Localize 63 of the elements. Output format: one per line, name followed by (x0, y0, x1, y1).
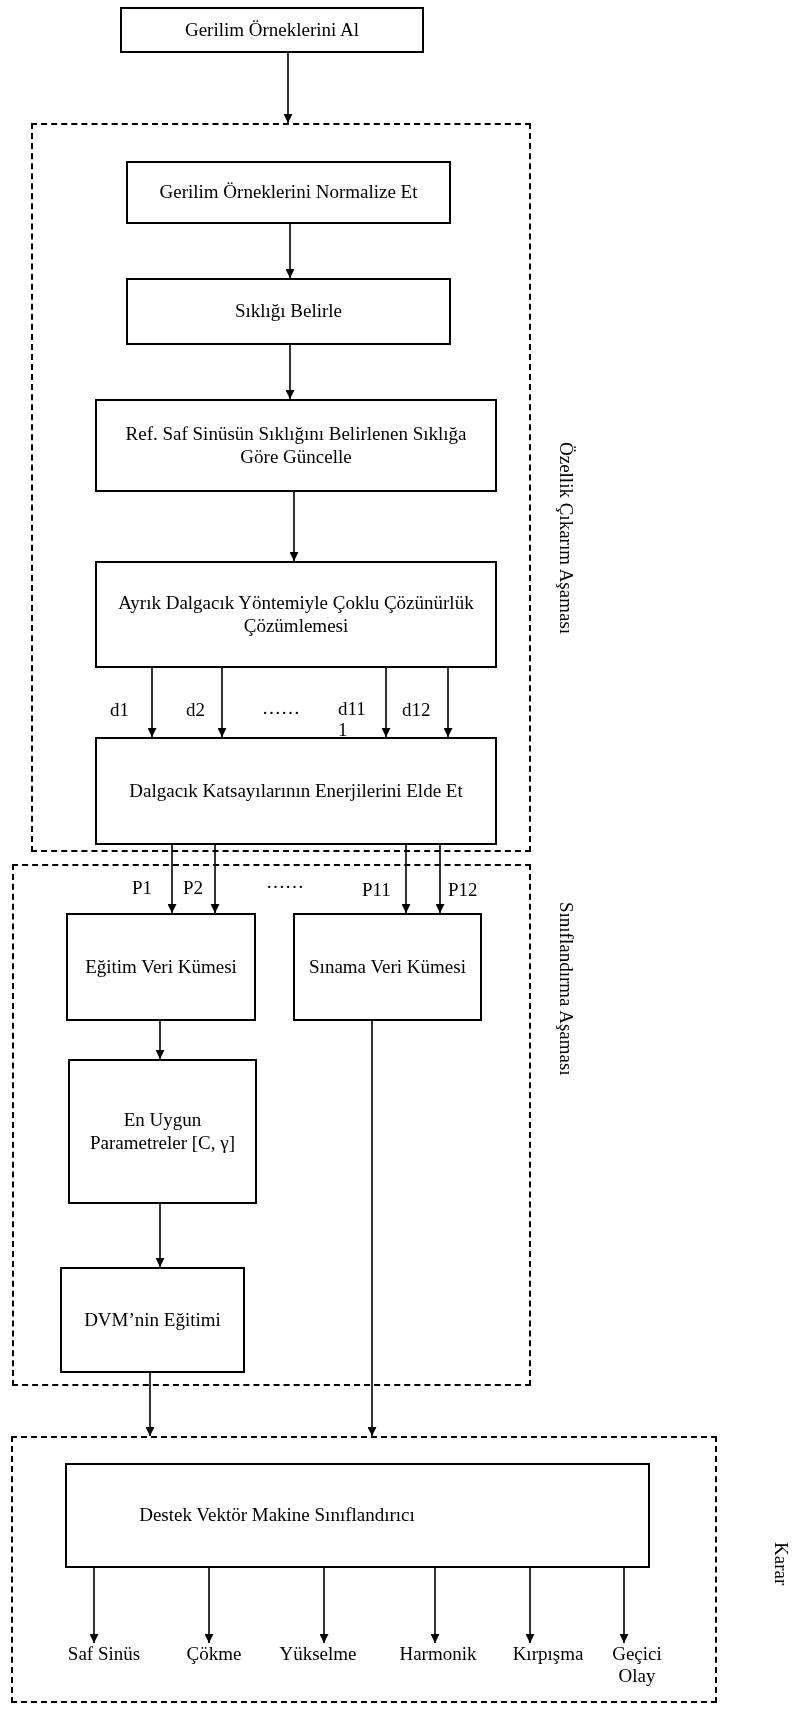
arrow (210, 844, 220, 914)
edge-label: P11 (362, 880, 392, 901)
arrow (319, 1567, 329, 1644)
class-label: Çökme (171, 1643, 257, 1669)
box-text: Sıklığı Belirle (234, 300, 343, 323)
arrow (145, 1372, 155, 1437)
box-text: Eğitim Veri Kümesi (85, 955, 237, 979)
class-label: Geçici Olay (599, 1643, 675, 1695)
arrow (430, 1567, 440, 1644)
process-box (126, 161, 451, 224)
box-text: Gerilim Örneklerini Al (184, 18, 360, 42)
process-box (60, 1267, 245, 1373)
edge-label: P1 (132, 878, 154, 899)
class-label: Yükselme (261, 1643, 375, 1669)
arrow (167, 844, 177, 914)
box-text: Gerilim Örneklerini Normalize Et (159, 181, 418, 204)
stage-label: Özellik Çıkarım Aşaması (557, 442, 576, 635)
process-box (120, 7, 424, 53)
arrow (443, 667, 453, 738)
stage-label: Karar (772, 1542, 791, 1586)
edge-label: d12 (402, 700, 432, 721)
arrow (147, 667, 157, 738)
arrow (401, 844, 411, 914)
process-box (126, 278, 451, 345)
edge-label: P2 (183, 878, 205, 899)
arrow (525, 1567, 535, 1644)
arrow (155, 1203, 165, 1268)
arrow (155, 1020, 165, 1060)
box-text: Ref. Saf Sinüsün Sıklığını Belirlenen Sıklığa Göre Güncelle (124, 422, 468, 469)
class-label: Harmonik (380, 1643, 496, 1669)
arrow (285, 223, 295, 279)
box-text: Destek Vektör Makine Sınıflandırıcı (138, 1504, 416, 1527)
arrow (285, 344, 295, 400)
process-box (293, 913, 482, 1021)
process-box (95, 399, 497, 492)
process-box (95, 561, 497, 668)
arrow (619, 1567, 629, 1644)
edge-label: d11 1 (338, 699, 367, 741)
class-label: Kırpışma (497, 1643, 599, 1669)
stage-label: Sınıflandırma Aşaması (557, 902, 576, 1076)
arrow (435, 844, 445, 914)
box-text: DVM’nin Eğitimi (84, 1308, 221, 1332)
box-text: Ayrık Dalgacık Yöntemiyle Çoklu Çözünürlük Çözümlemesi (117, 591, 475, 638)
arrow (381, 667, 391, 738)
edge-label: d1 (110, 700, 130, 721)
process-box (65, 1463, 650, 1568)
arrow (204, 1567, 214, 1644)
arrow (217, 667, 227, 738)
arrow (367, 1020, 377, 1437)
process-box (95, 737, 497, 845)
class-label: Saf Sinüs (49, 1643, 159, 1669)
arrow (289, 491, 299, 562)
edge-label: P12 (448, 880, 479, 901)
arrow (89, 1567, 99, 1644)
process-box (68, 1059, 257, 1204)
box-text: En Uygun Parametreler [C, γ] (89, 1108, 236, 1155)
process-box (66, 913, 256, 1021)
ellipsis-text: …… (266, 872, 304, 891)
box-text: Sınama Veri Kümesi (309, 955, 466, 979)
ellipsis-text: …… (262, 698, 300, 717)
arrow (283, 52, 293, 124)
edge-label: d2 (186, 700, 206, 721)
box-text: Dalgacık Katsayılarının Enerjilerini Elde Et (129, 779, 463, 803)
